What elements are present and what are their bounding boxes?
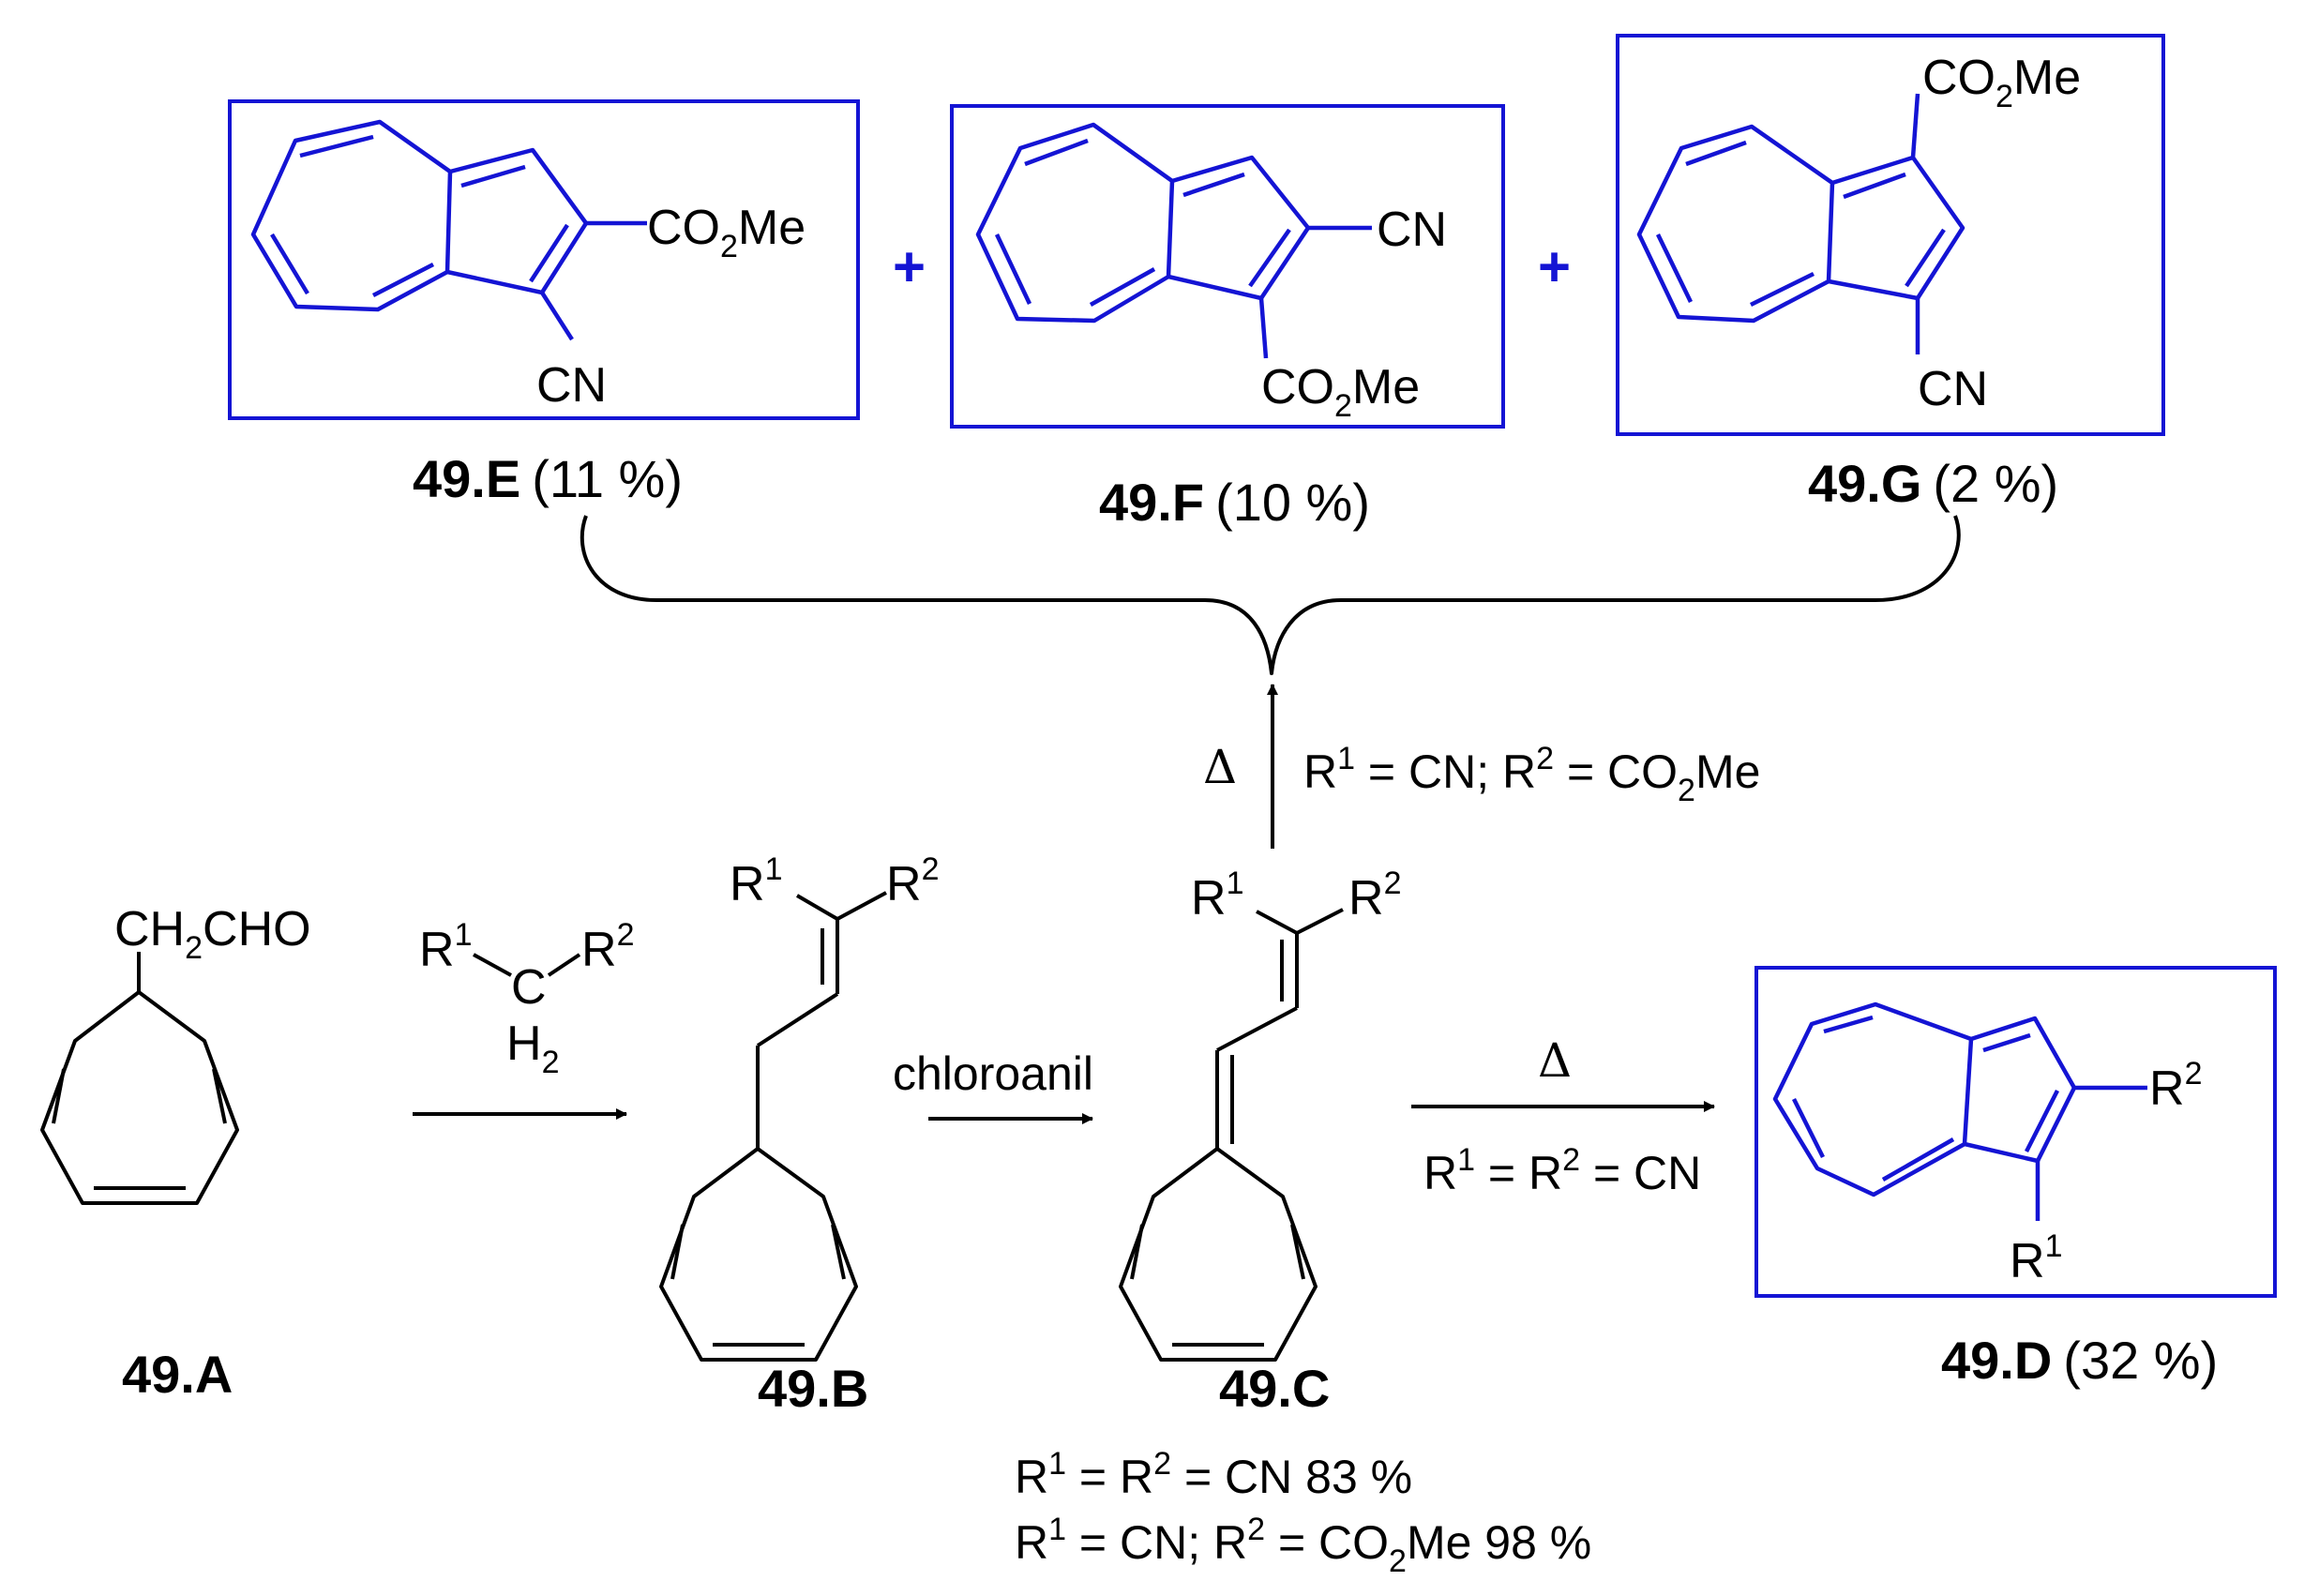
condition-up: R1 = CN; R2 = CO2Me	[1303, 741, 1760, 808]
yield-line-2: R1 = CN; R2 = CO2Me 98 %	[1015, 1512, 1591, 1579]
r1-label-b: R1	[730, 851, 782, 911]
svg-text:H2: H2	[506, 1016, 559, 1080]
chloroanil-label: chloroanil	[893, 1047, 1093, 1100]
co2me-label-e: CO2Me	[647, 201, 806, 264]
compound-label-49c: 49.C	[1219, 1359, 1330, 1418]
compound-label-49a: 49.A	[122, 1345, 233, 1404]
compound-49c-structure	[1119, 908, 1344, 1362]
compound-label-49g: 49.G(2 %)	[1808, 454, 2058, 513]
plus-sign-2: +	[1538, 235, 1571, 298]
r2-label-b: R2	[886, 851, 939, 911]
r2-label-d: R2	[2149, 1056, 2202, 1116]
reagent-malonate: R1 C R2 H2	[419, 917, 634, 1080]
cn-label-g: CN	[1918, 362, 1988, 416]
box-49g	[1616, 34, 2165, 436]
compound-label-49d: 49.D(32 %)	[1941, 1331, 2218, 1390]
svg-text:C: C	[511, 960, 547, 1015]
r2-label-c: R2	[1348, 866, 1401, 926]
compound-label-49e: 49.E(11 %)	[413, 449, 683, 508]
compound-49b-structure	[659, 891, 887, 1362]
r1-label-d: R1	[2010, 1228, 2062, 1288]
delta-up: Δ	[1203, 740, 1237, 794]
cn-label-f: CN	[1377, 203, 1447, 257]
co2me-label-f: CO2Me	[1261, 360, 1420, 424]
condition-c-to-d: R1 = R2 = CN	[1423, 1142, 1701, 1199]
cn-label-e: CN	[536, 358, 607, 413]
box-49e	[228, 99, 860, 420]
compound-label-49f: 49.F(10 %)	[1099, 473, 1370, 532]
box-49d	[1754, 966, 2277, 1298]
compound-49e-structure	[250, 119, 647, 341]
compound-49d-structure	[1772, 1001, 2147, 1221]
ch2cho-group: CH2CHO	[114, 902, 311, 966]
plus-sign-1: +	[893, 235, 926, 298]
product-brace	[580, 515, 1961, 675]
compound-label-49b: 49.B	[758, 1359, 868, 1418]
yield-line-1: R1 = R2 = CN 83 %	[1015, 1446, 1412, 1503]
compound-49a-structure	[40, 952, 239, 1205]
svg-text:R1: R1	[419, 917, 472, 977]
compound-49f-structure	[975, 122, 1372, 359]
svg-text:R2: R2	[581, 917, 634, 977]
box-49f	[950, 104, 1505, 429]
delta-c-to-d: Δ	[1538, 1033, 1572, 1088]
compound-49g-structure	[1636, 93, 1965, 354]
r1-label-c: R1	[1191, 866, 1243, 926]
co2me-label-g: CO2Me	[1922, 51, 2081, 114]
